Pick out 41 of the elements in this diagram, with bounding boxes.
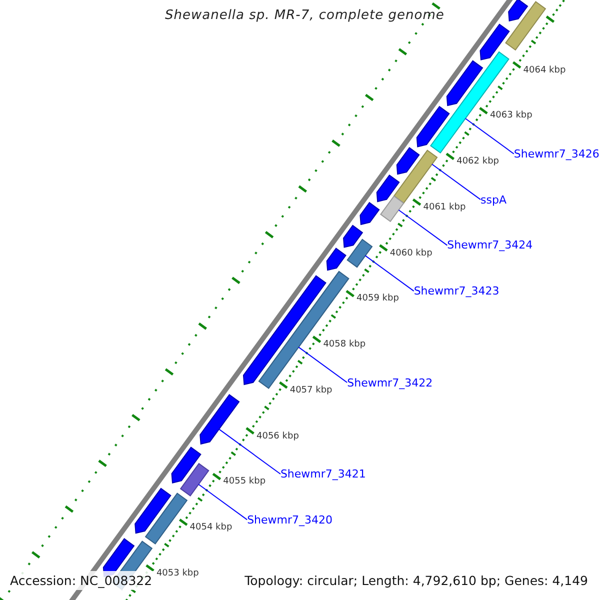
gene-block [480, 24, 510, 60]
leader-line [218, 428, 281, 474]
leader-line [432, 164, 482, 200]
leader-line [364, 255, 414, 292]
scale-label: 4055 kbp [223, 476, 266, 488]
gene-bar [180, 462, 210, 496]
scale-label: 4053 kbp [156, 568, 199, 580]
scale-label: 4064 kbp [523, 65, 566, 76]
gene-block [200, 394, 240, 445]
gene-block [376, 174, 400, 202]
gene-label: Shewmr7_3420 [247, 513, 333, 526]
gene-label: Shewmr7_3423 [414, 284, 500, 298]
gene-bar [346, 238, 373, 268]
gene-block [360, 202, 380, 226]
leader-line [464, 118, 514, 154]
gene-block [326, 248, 346, 271]
gene-block [134, 488, 172, 534]
scale-label: 4059 kbp [356, 294, 399, 305]
scale-label: 4054 kbp [190, 522, 232, 534]
gene-block [171, 446, 202, 484]
gene-label: Shewmr7_3426 [514, 147, 600, 160]
scale-label: 4056 kbp [256, 431, 299, 442]
leader-line [198, 484, 248, 520]
scale-label: 4061 kbp [423, 202, 466, 214]
gene-label: Shewmr7_3422 [347, 376, 433, 390]
gene-block [416, 106, 450, 148]
gene-label: sspA [480, 192, 507, 206]
diagram-title: Shewanella sp. MR-7, complete genome [165, 8, 444, 24]
leader-line [398, 209, 448, 246]
gene-label: Shewmr7_3421 [280, 467, 366, 481]
gene-bar [380, 195, 404, 222]
scale-label: 4058 kbp [323, 340, 366, 350]
gene-label: Shewmr7_3424 [447, 238, 533, 252]
scale-label: 4062 kbp [456, 156, 499, 168]
gene-block [508, 0, 528, 22]
scale-label: 4057 kbp [290, 385, 332, 396]
leader-line [298, 346, 348, 384]
scale-label: 4063 kbp [490, 111, 532, 122]
gene-block [396, 147, 420, 175]
gene-block [343, 224, 364, 248]
scale-label: 4060 kbp [390, 248, 432, 259]
